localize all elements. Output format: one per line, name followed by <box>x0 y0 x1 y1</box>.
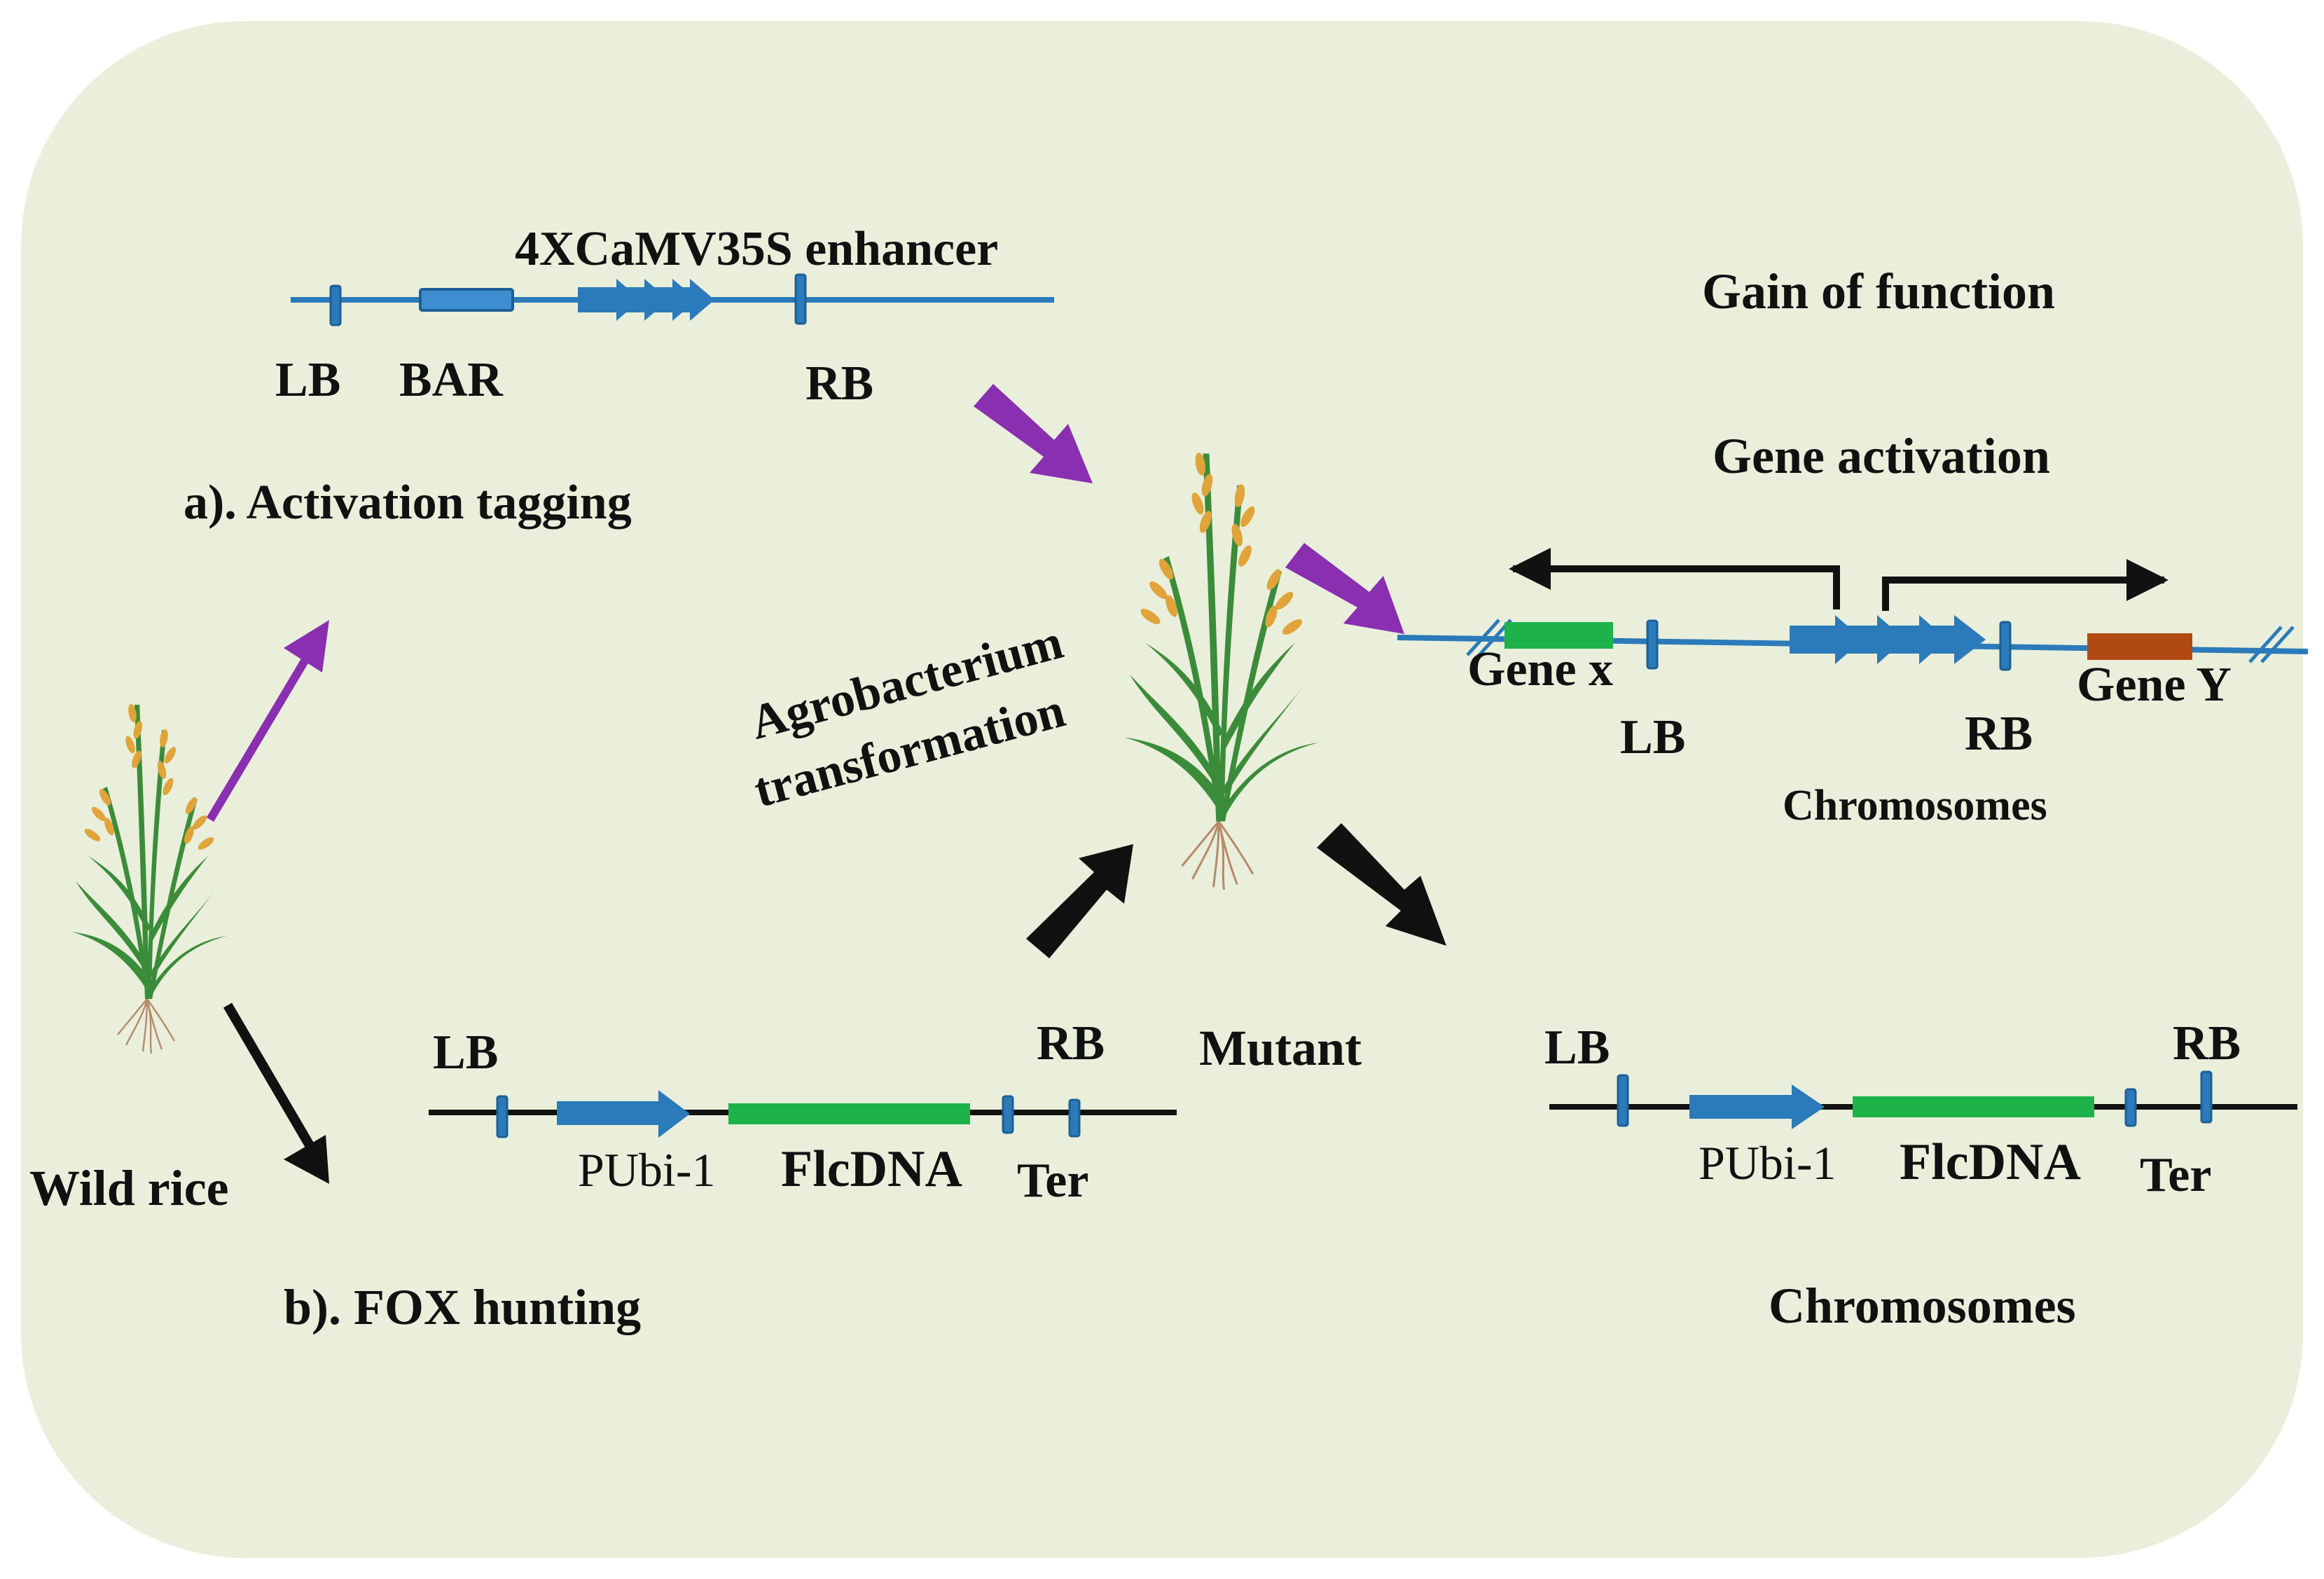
pubi-promoter-arrow-icon <box>1689 1084 1825 1129</box>
lb-label: LB <box>1544 1021 1610 1075</box>
enhancer-label: 4XCaMV35S enhancer <box>515 222 998 276</box>
lb-label: LB <box>433 1026 498 1080</box>
pubi-label: PUbi-1 <box>1699 1136 1836 1190</box>
gene-y-box <box>2087 633 2192 660</box>
gene-x-label: Gene x <box>1467 642 1613 696</box>
purple-arrow-icon <box>206 620 329 822</box>
lb-label: LB <box>275 353 340 407</box>
gain-of-function-section: Gain of function Gene activation Gene x … <box>1397 263 2309 829</box>
bar-label: BAR <box>399 353 504 407</box>
lb-border-mark <box>329 284 342 326</box>
fox-hunting-caption: b). FOX hunting <box>284 1279 641 1335</box>
wild-rice-label: Wild rice <box>29 1160 229 1216</box>
activation-tagging-construct: 4XCaMV35S enhancer LB BAR RB a). Activat… <box>184 222 1054 530</box>
lb-label: LB <box>1620 710 1685 764</box>
ter-mark <box>1002 1095 1014 1134</box>
flcdna-label: FlcDNA <box>781 1140 962 1198</box>
chromosomes-label: Chromosomes <box>1783 782 2047 829</box>
fox-chromosome-construct: LB RB PUbi-1 FlcDNA Ter Chromosomes <box>1544 1016 2297 1334</box>
black-block-arrow-icon <box>1026 823 1446 958</box>
gene-y-label: Gene Y <box>2077 658 2232 712</box>
pubi-promoter-arrow-icon <box>557 1090 690 1138</box>
gain-of-function-title: Gain of function <box>1702 263 2055 319</box>
black-arrow-icon <box>223 1002 329 1184</box>
enhancer-arrows-icon <box>1790 615 1986 664</box>
rb-label: RB <box>1037 1016 1105 1070</box>
fox-hunting-construct: LB RB PUbi-1 FlcDNA Ter b). FOX hunting <box>284 1016 1177 1335</box>
flcdna-box <box>1853 1096 2094 1117</box>
rb-border-mark <box>2200 1070 2213 1124</box>
rb-border-mark <box>1999 621 2012 671</box>
flcdna-box <box>728 1103 970 1124</box>
ter-label: Ter <box>2140 1148 2211 1202</box>
left-activation-arrow-icon <box>1509 548 1840 609</box>
enhancer-arrows-icon <box>578 279 714 321</box>
background-panel <box>21 21 2303 1558</box>
gene-activation-label: Gene activation <box>1713 428 2050 484</box>
lb-border-mark <box>1646 619 1659 670</box>
rb-border-mark <box>794 273 807 325</box>
bar-gene-box <box>419 288 514 312</box>
rb-label: RB <box>2173 1016 2241 1070</box>
ter-label: Ter <box>1017 1154 1088 1208</box>
chromosomes-caption: Chromosomes <box>1769 1278 2076 1334</box>
ter-mark <box>2124 1088 2137 1127</box>
rb-label: RB <box>1965 707 2033 761</box>
lb-border-mark <box>1617 1074 1629 1127</box>
purple-block-arrow-icon <box>974 384 1404 634</box>
gene-x-box <box>1505 622 1613 649</box>
mutant-label: Mutant <box>1199 1020 1362 1076</box>
rb-border-mark <box>1068 1098 1081 1138</box>
lb-border-mark <box>496 1095 509 1138</box>
rb-label: RB <box>805 357 873 411</box>
right-activation-arrow-icon <box>1882 559 2169 611</box>
pubi-label: PUbi-1 <box>578 1143 715 1197</box>
flcdna-label: FlcDNA <box>1900 1133 2081 1191</box>
activation-tagging-caption: a). Activation tagging <box>184 476 632 530</box>
